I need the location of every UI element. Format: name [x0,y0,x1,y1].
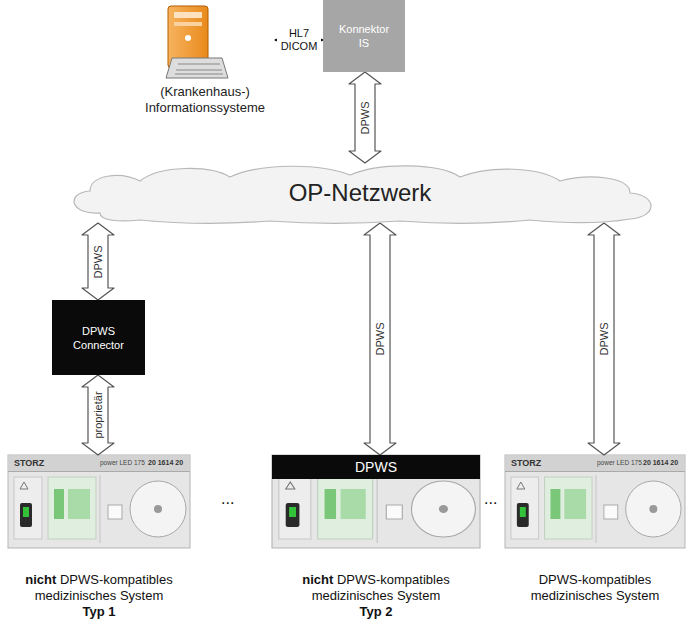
system-label: (Krankenhaus-) Informationssysteme [135,84,275,116]
ellipsis: ... [484,490,497,508]
edge-label: DPWS [92,245,105,278]
block-arrow [82,375,114,455]
server-icon [166,6,228,78]
connector-box: Konnektor IS [323,0,405,72]
block-arrow [364,223,396,455]
brand-logo: STORZ [511,458,541,469]
model-name: power LED 175 [597,459,642,468]
caption-wrap: (Krankenhaus-) Informationssysteme [135,84,275,116]
block-arrow [349,72,381,163]
block-arrow [82,223,114,300]
brand-logo: STORZ [14,458,44,469]
device-node: nichtDPWS-kompatibles medizinisches Syst… [272,455,480,623]
device-panel [505,455,685,548]
network-label: OP-Netzwerk [289,179,432,207]
caption-wrap: nichtDPWS-kompatibles medizinisches Syst… [285,572,467,620]
model-name: power LED 175 [100,459,145,468]
cloud-outline [74,166,651,223]
block-arrow [588,223,620,455]
box-label: Konnektor IS [334,22,394,50]
device-node: nichtDPWS-kompatibles medizinisches Syst… [8,455,190,623]
device-caption: Typ 2 [285,604,467,620]
device-panel [272,455,480,548]
edge-label: proprietär [92,391,105,438]
box-label: DPWS Connector [66,324,132,352]
interface-band: DPWS [272,455,480,479]
device-node: DPWS-kompatibles medizinisches System [505,455,685,623]
device-panel [8,455,190,548]
system-icon-node: (Krankenhaus-) Informationssysteme [135,0,275,118]
article-number: 20 1614 20 [148,458,183,467]
edge-label: HL7 DICOM [277,27,321,53]
article-number: 20 1614 20 [643,458,678,467]
device-caption: DPWS-kompatibles medizinisches System [531,572,660,603]
edge-label: DPWS [598,323,611,356]
caption-wrap: nichtDPWS-kompatibles medizinisches Syst… [8,572,190,620]
edge-label: DPWS [374,323,387,356]
band-label: DPWS [355,459,397,475]
caption-wrap: DPWS-kompatibles medizinisches System [505,572,685,604]
device-caption: nicht [25,572,56,587]
device-caption: nicht [302,572,333,587]
network-cloud: OP-Netzwerk [60,163,660,223]
device-caption: Typ 1 [8,604,190,620]
ellipsis: ... [221,490,234,508]
edge-label: DPWS [359,101,372,134]
connector-box: DPWS Connector [52,300,145,375]
